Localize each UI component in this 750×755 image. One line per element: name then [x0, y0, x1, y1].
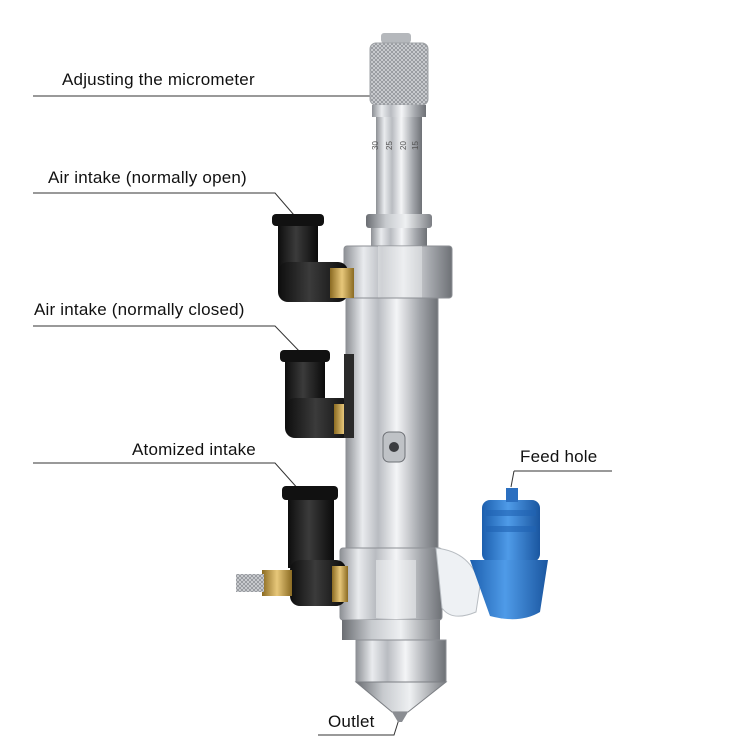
scale-tick: 15 — [411, 141, 420, 150]
leader-outlet — [318, 715, 401, 736]
leader-feed — [510, 470, 612, 488]
label-micrometer: Adjusting the micrometer — [62, 70, 255, 89]
scale-tick: 25 — [385, 141, 394, 150]
scale-tick: 20 — [399, 141, 408, 150]
label-feed-hole: Feed hole — [520, 447, 598, 466]
micrometer: 30 25 20 15 — [366, 33, 432, 246]
leader-lines — [33, 95, 612, 736]
air-intake-open-fitting — [272, 214, 354, 302]
label-air-intake-closed: Air intake (normally closed) — [34, 300, 245, 319]
leader-air-open — [33, 192, 301, 223]
atomized-intake-fitting — [236, 486, 348, 606]
leader-air-closed — [33, 325, 303, 355]
scale-tick: 30 — [371, 141, 380, 150]
valve-body — [339, 245, 453, 722]
label-outlet: Outlet — [328, 712, 375, 731]
leader-atomized — [33, 462, 301, 492]
label-air-intake-open: Air intake (normally open) — [48, 168, 247, 187]
micrometer-scale: 30 25 20 15 — [371, 141, 420, 150]
air-intake-closed-fitting — [280, 350, 354, 438]
feed-hole-fitting — [435, 488, 548, 620]
label-atomized-intake: Atomized intake — [132, 440, 256, 459]
